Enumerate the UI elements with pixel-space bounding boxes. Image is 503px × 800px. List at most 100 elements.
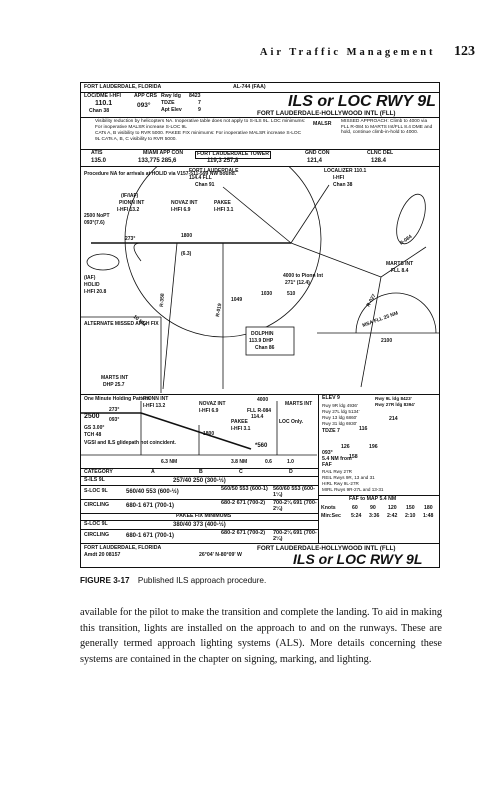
airport-diagram: ELEV 9 Rwy 9L ldg 8423' Rwy 27R ldg 8394…: [318, 395, 439, 495]
loc-chan: Chan 38: [89, 108, 110, 114]
plan-pakee-dme: I-HFI 3.1: [214, 207, 234, 213]
minima-header-c: C: [239, 469, 243, 475]
profile-view: One Minute Holding Pattern PIONN INT I-H…: [81, 396, 317, 465]
minsec-180: 1:48: [423, 513, 434, 519]
comm-tower-value: 119,3 257,8: [207, 158, 239, 164]
profile-fll-114: 114.4: [251, 414, 263, 420]
minsec-90: 3:36: [369, 513, 380, 519]
missed-line: [290, 242, 382, 278]
plan-r084: R-084: [399, 234, 414, 247]
comm-clnc-value: 128.4: [371, 158, 387, 164]
plan-view: Procedure NA for arrivals at HOLID via V…: [81, 167, 439, 393]
plan-novaz: NOVAZ INT: [171, 200, 198, 206]
apt-ob-126: 126: [341, 444, 350, 450]
minima-row-a: 380/40 373 (400-½): [173, 522, 226, 528]
apt-ob-214: 214: [389, 416, 398, 422]
holid-hold: [86, 253, 120, 271]
comm-clnc-label: CLNC DEL: [367, 150, 394, 156]
coords: 26°04' N-80°09' W: [199, 552, 242, 558]
plan-pionn-dme: I-HFI 13.2: [117, 207, 139, 213]
apt-ob-196: 196: [369, 444, 378, 450]
comm-app-value: 133,775 285,6: [138, 158, 177, 164]
plan-pionn: PIONN INT: [119, 200, 144, 206]
faf-to-map: FAF to MAP 5.4 NM: [349, 496, 397, 502]
plan-lctr-chan: Chan 38: [333, 182, 353, 188]
profile-crs-273: 273°: [109, 407, 119, 413]
marts-hold: [396, 193, 426, 245]
plan-if-iaf: (IF/IAF): [121, 193, 139, 199]
knots-90: 90: [370, 505, 376, 511]
plan-dist-63: (6.3): [181, 251, 192, 257]
plan-marts-dhp-dme: DHP 25.7: [103, 382, 125, 388]
comm-atis-label: ATIS: [91, 150, 103, 156]
page-number: 123: [454, 44, 475, 59]
profile-d63: 6.3 NM: [161, 459, 177, 465]
plan-nopt-crs: 093°(7.6): [84, 220, 105, 226]
figure-label: FIGURE 3-17: [80, 576, 130, 585]
profile-pionn-dme: I-HFI 13.2: [143, 403, 165, 409]
plan-dhp: DOLPHIN: [251, 331, 274, 337]
apt-hirl: HIRL Rwy 9L-27R: [322, 481, 359, 486]
apt-elev-label: Apt Elev: [161, 107, 182, 113]
loc-freq: 110.1: [95, 100, 113, 107]
plan-alt-1800: 1800: [181, 233, 192, 239]
apt-rwy31: Rwy 31 ldg 6930': [322, 421, 358, 426]
minima-row-label: S-LOC 9L: [84, 488, 108, 494]
glidepath-line: [140, 412, 252, 450]
figure-caption-text: Published ILS approach procedure.: [137, 576, 267, 585]
apt-rwy27r: Rwy 27R ldg 8394': [375, 402, 415, 407]
profile-alt-560: *560: [255, 443, 268, 449]
profile-pakee: PAKEE: [231, 419, 249, 425]
plan-ob-510: 510: [287, 291, 296, 297]
knots-180: 180: [424, 505, 433, 511]
apt-rail: RAIL Rwy 27R: [322, 469, 352, 474]
plate-top-left: FORT LAUDERDALE, FLORIDA: [84, 84, 162, 90]
apt-mirl: MIRL Rwys 9R-27L and 13-31: [322, 487, 384, 492]
apt-rwy13: Rwy 13 ldg 6860': [322, 415, 358, 420]
notes-2: CATs A, B visibility to RVR 5000. PAKEE …: [95, 131, 302, 142]
minsec-60: 5:24: [351, 513, 362, 519]
profile-pakee-dme: I-HFI 3.1: [231, 426, 251, 432]
minima-header-category: CATEGORY: [84, 469, 113, 475]
plate-title: ILS or LOC RWY 9L: [288, 93, 436, 110]
plan-pakee: PAKEE: [214, 200, 232, 206]
plan-iaf: (IAF): [84, 275, 96, 281]
plan-ob-1049: 1049: [231, 297, 242, 303]
plate-al-number: AL-744 (FAA): [233, 84, 266, 90]
minima-header-b: B: [199, 469, 203, 475]
apt-elev: 9: [198, 107, 201, 113]
minima-row-c: 680-2 671 (700-2): [221, 500, 266, 506]
plan-holid: HOLID: [84, 282, 100, 288]
profile-holding: One Minute Holding Pattern: [84, 396, 150, 402]
minima-row-a: 680-1 671 (700-1): [126, 533, 175, 539]
plan-fll-freq: 114.4 FLL: [189, 175, 212, 181]
plan-novaz-dme: I-HFI 6.9: [171, 207, 191, 213]
bottom-airport: FORT LAUDERDALE-HOLLYWOOD INTL (FLL): [257, 545, 396, 552]
malsr-label: MALSR: [313, 121, 332, 127]
bottom-title: ILS or LOC RWY 9L: [293, 551, 423, 567]
tdze: 7: [198, 100, 201, 106]
comm-gnd-label: GND CON: [305, 150, 330, 156]
plate-airport: FORT LAUDERDALE-HOLLYWOOD INTL (FLL): [257, 110, 396, 117]
profile-d10: 1.0: [287, 459, 294, 465]
r-027-line: [360, 276, 382, 388]
missed-approach: MISSED APPROACH: Climb to 4000 via FLL R…: [341, 119, 433, 136]
profile-alt-1800: 1800: [203, 431, 214, 437]
app-crs-label: APP CRS: [134, 93, 157, 99]
comm-app-label: MIAMI APP CON: [143, 150, 184, 156]
comm-atis-value: 135.0: [91, 158, 107, 164]
loc-feather: [290, 184, 330, 244]
bottom-left: FORT LAUDERDALE, FLORIDA: [84, 545, 162, 551]
minima-header-d: D: [289, 469, 293, 475]
plan-dhp-chan: Chan 86: [255, 345, 275, 351]
profile-marts: MARTS INT: [285, 401, 312, 407]
profile-vgsi: VGSI and ILS glidepath not coincident.: [84, 440, 177, 446]
body-paragraph: available for the pilot to make the tran…: [80, 607, 442, 665]
apt-rwy27l: Rwy 27L ldg 5134': [322, 409, 360, 414]
profile-gs: GS 3.00°: [84, 425, 104, 431]
minima-header-a: A: [151, 469, 155, 475]
comm-gnd-value: 121,4: [307, 158, 323, 164]
plan-lctr: I-HFI: [333, 175, 345, 181]
figure-caption: FIGURE 3-17 Published ILS approach proce…: [80, 576, 266, 585]
minima-row-label: S-LOC 9L: [84, 521, 108, 527]
